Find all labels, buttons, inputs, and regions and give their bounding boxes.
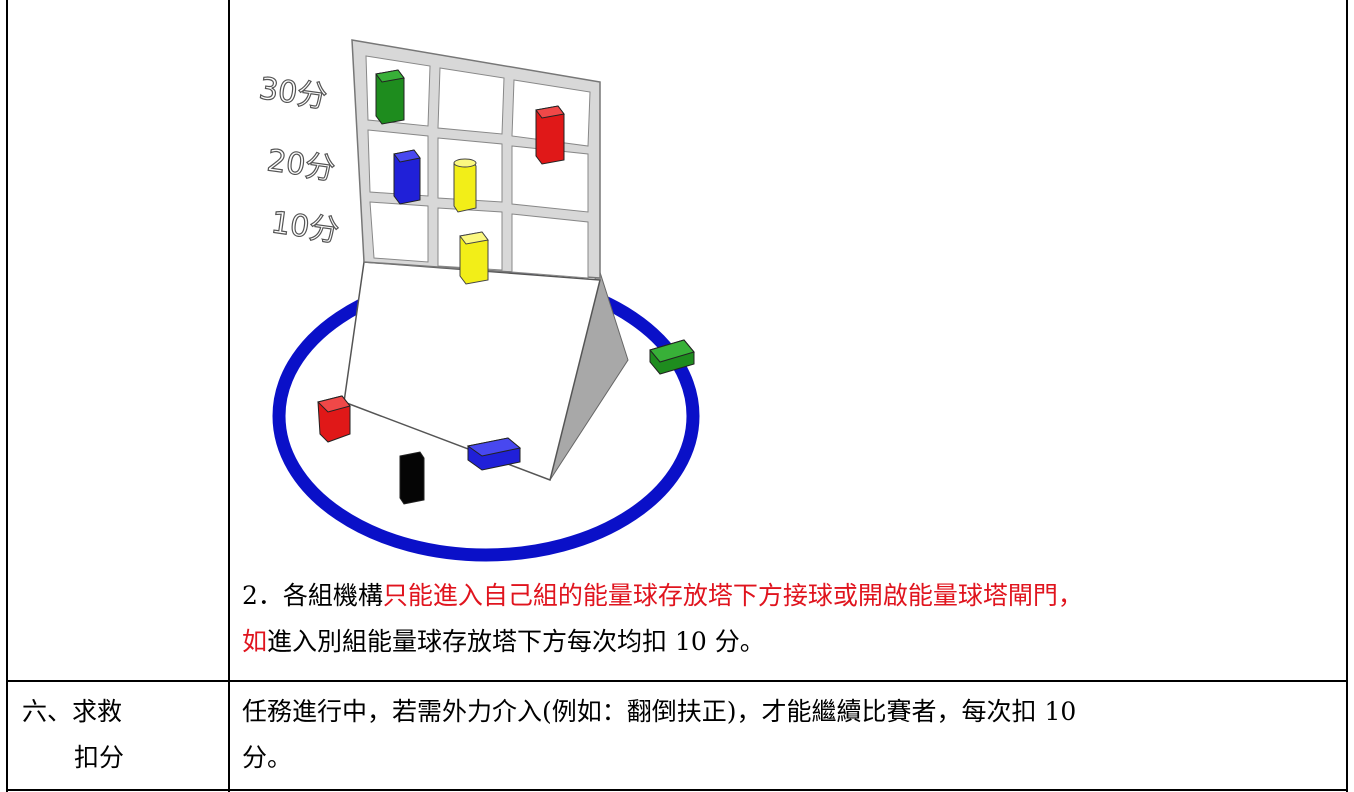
- block-green-top: [375, 69, 405, 125]
- rule-2-prefix: 2．各組機構: [242, 581, 383, 610]
- table-border-left: [6, 0, 8, 792]
- row2-content-cell: 任務進行中，若需外力介入(例如：翻倒扶正)，才能繼續比賽者，每次扣 10 分。: [230, 682, 1346, 789]
- row-divider: [6, 680, 1348, 682]
- block-red-top: [535, 105, 565, 165]
- block-green-floor: [649, 339, 695, 375]
- row1-label-cell: [8, 0, 228, 680]
- block-yellow-low: [459, 231, 489, 285]
- row2-label-line1: 六、求救: [22, 697, 123, 726]
- rule-2-line1: 2．各組機構只能進入自己組的能量球存放塔下方接球或開啟能量球塔閘門，: [242, 574, 1083, 618]
- rule-2-highlight-2: 如: [242, 627, 268, 656]
- rule-2-rest: 進入別組能量球存放塔下方每次均扣 10 分。: [267, 627, 765, 656]
- table-border-bottom: [6, 789, 1348, 791]
- tier-label-30: 30分: [257, 71, 329, 115]
- row2-label-cell: 六、求救 扣分: [8, 682, 228, 789]
- row2-desc-line1: 任務進行中，若需外力介入(例如：翻倒扶正)，才能繼續比賽者，每次扣 10: [242, 697, 1077, 726]
- block-black-floor: [399, 451, 425, 505]
- tier-label-10: 10分: [269, 205, 341, 249]
- block-blue-mid: [393, 149, 421, 205]
- block-red-floor: [317, 395, 351, 443]
- row2-label-line2: 扣分: [74, 743, 125, 772]
- row1-content-cell: 30分 20分 10分: [230, 0, 1346, 680]
- energy-tower-illustration: 30分 20分 10分: [256, 39, 700, 562]
- rule-2-line2: 如進入別組能量球存放塔下方每次均扣 10 分。: [242, 620, 765, 664]
- ramp: [343, 261, 601, 482]
- rule-2-highlight: 只能進入自己組的能量球存放塔下方接球或開啟能量球塔閘門，: [382, 581, 1083, 610]
- block-yellow-mid: [453, 158, 477, 213]
- block-blue-floor: [466, 437, 522, 471]
- table-border-right: [1346, 0, 1348, 792]
- tier-label-20: 20分: [265, 143, 337, 187]
- row2-desc-line2: 分。: [242, 743, 293, 772]
- column-divider: [228, 0, 230, 792]
